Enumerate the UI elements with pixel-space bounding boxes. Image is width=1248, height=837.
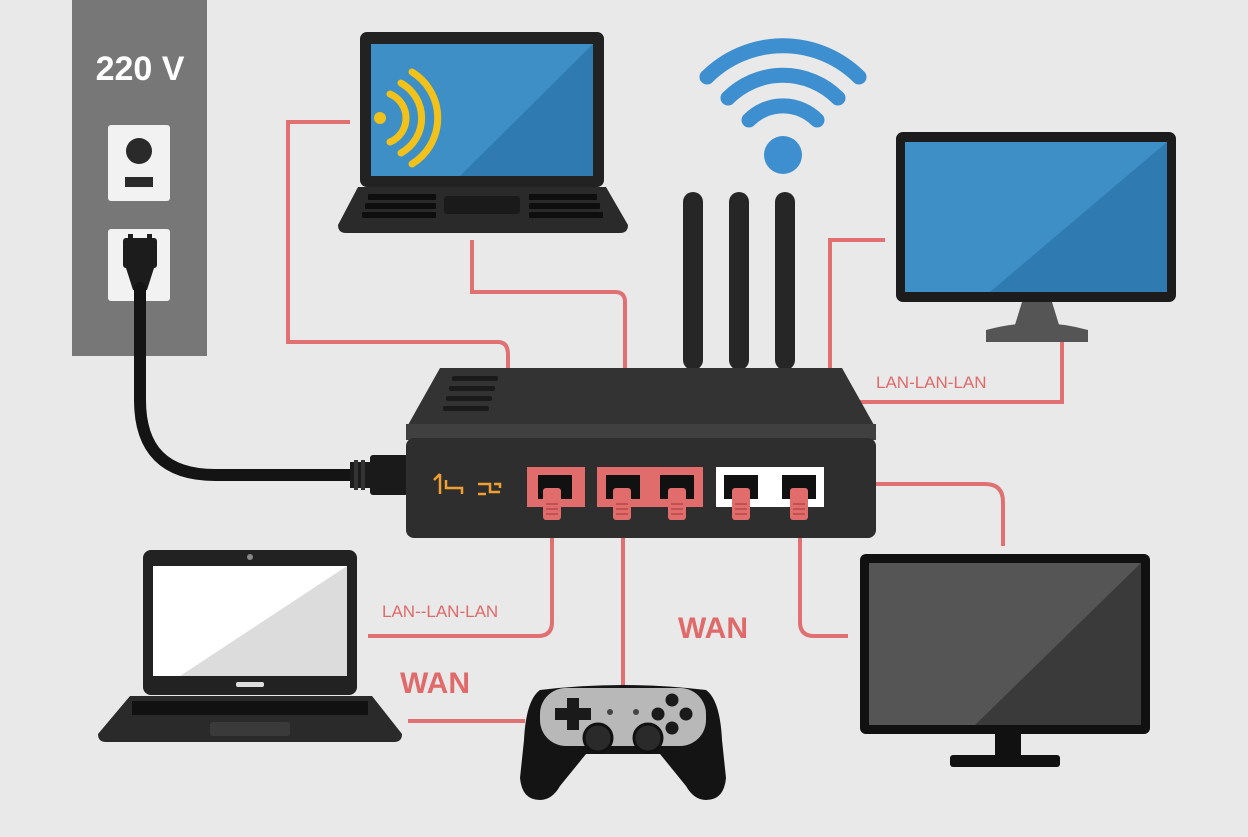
power-connector — [350, 455, 408, 495]
desktop-monitor — [896, 132, 1176, 342]
power-cable — [134, 282, 358, 481]
power-outlet-icon — [108, 125, 170, 201]
game-controller — [520, 685, 726, 800]
television — [860, 554, 1150, 767]
router-top — [408, 368, 874, 425]
antenna — [683, 192, 703, 370]
left-thumbstick — [582, 722, 614, 754]
cable-tv-bottom — [798, 518, 848, 638]
antenna — [775, 192, 795, 370]
wireless-laptop — [338, 32, 628, 233]
laptop-touchpad — [444, 196, 520, 214]
monitor-stand — [986, 323, 1088, 342]
laptop-touchpad — [210, 722, 290, 736]
lan-port-status-icon — [478, 482, 502, 496]
cable-bottom-laptop — [368, 518, 554, 638]
plug-ridges — [546, 503, 805, 515]
laptop-keyboard — [362, 194, 603, 218]
router-vents — [443, 376, 498, 411]
wan-port-status-icon — [433, 473, 464, 494]
voltage-label: 220 V — [96, 50, 185, 88]
dpad-icon — [555, 698, 591, 730]
cable-top-laptop-left — [286, 120, 510, 368]
cable-top-laptop-right — [470, 240, 627, 368]
cable-monitor-lan — [856, 342, 1064, 404]
power-plug-icon — [108, 229, 170, 301]
label-wan-center: WAN — [678, 612, 748, 645]
label-wan-bottom-left: WAN — [400, 667, 470, 700]
laptop-keyboard — [132, 701, 368, 715]
wifi-yellow-icon — [374, 68, 442, 168]
right-thumbstick — [632, 722, 664, 754]
router-antennas — [683, 192, 795, 370]
label-lan-top-right: LAN-LAN-LAN — [876, 373, 987, 392]
antenna — [729, 192, 749, 370]
wired-laptop — [98, 550, 402, 742]
router — [406, 368, 876, 538]
label-lan-bottom-left: LAN--LAN-LAN — [382, 602, 498, 621]
action-buttons-icon — [651, 693, 693, 735]
webcam — [247, 554, 253, 560]
cable-tv-top — [874, 482, 1005, 546]
network-cables — [286, 120, 1064, 723]
tv-stand — [950, 755, 1060, 767]
cable-monitor — [828, 238, 885, 368]
wifi-signal-icon — [699, 38, 867, 174]
